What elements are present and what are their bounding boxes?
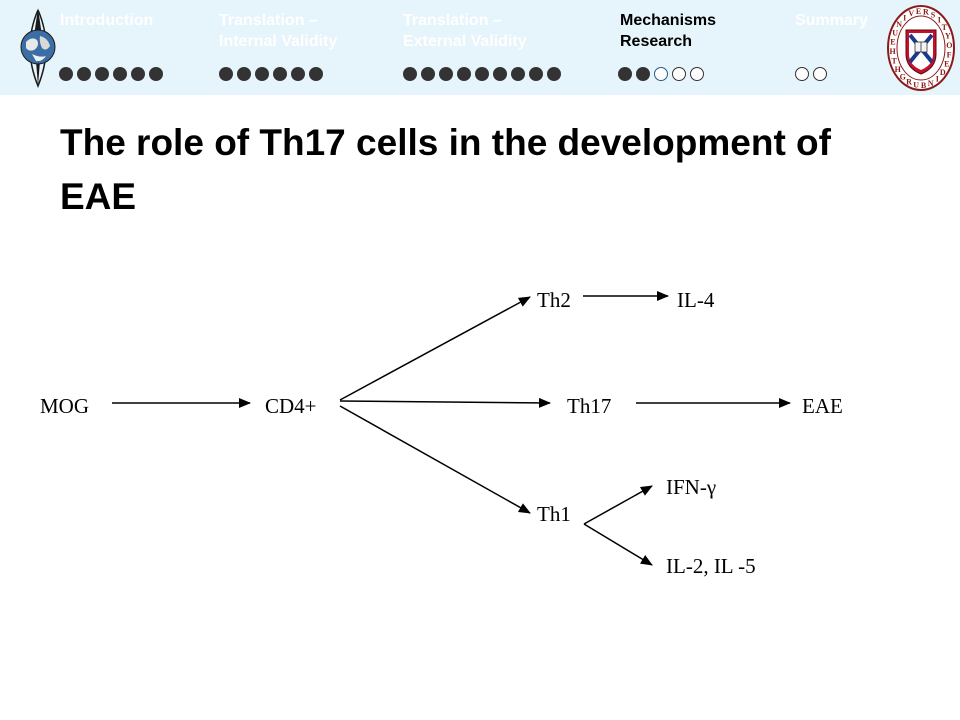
progress-dot-filled[interactable] (291, 67, 305, 81)
progress-dot-filled[interactable] (255, 67, 269, 81)
progress-dot-filled[interactable] (237, 67, 251, 81)
node-cd4: CD4+ (265, 394, 317, 418)
nav-section-label: Translation – Internal Validity (219, 12, 338, 50)
th17-pathway-diagram: MOG CD4+ Th2 IL-4 Th17 EAE Th1 IFN-γ IL-… (40, 288, 843, 578)
node-eae: EAE (802, 394, 843, 418)
arrow-th1-to-il2-il5 (583, 523, 653, 566)
progress-dot-filled[interactable] (149, 67, 163, 81)
node-il4: IL-4 (677, 288, 715, 312)
nav-section-label: Summary (795, 12, 868, 29)
arrow-cd4-to-th1 (339, 405, 531, 514)
progress-dot-filled[interactable] (309, 67, 323, 81)
progress-dot-filled[interactable] (475, 67, 489, 81)
progress-dot-filled[interactable] (95, 67, 109, 81)
nav-section-summary[interactable]: Summary (795, 10, 868, 31)
progress-dot-filled[interactable] (403, 67, 417, 81)
nav-section-internal-validity[interactable]: Translation – Internal Validity (219, 10, 337, 52)
progress-dot-empty[interactable] (672, 67, 686, 81)
progress-dot-filled[interactable] (219, 67, 233, 81)
nav-section-label: Introduction (60, 12, 154, 29)
progress-dot-empty[interactable] (690, 67, 704, 81)
node-il2-il5: IL-2, IL -5 (666, 554, 756, 578)
globe-compass-icon (20, 8, 56, 88)
progress-dot-filled[interactable] (113, 67, 127, 81)
node-th17: Th17 (567, 394, 611, 418)
progress-dot-empty[interactable] (813, 67, 827, 81)
navigation-bar: Introduction Translation – Internal Vali… (0, 0, 960, 95)
progress-dot-current[interactable] (654, 67, 668, 81)
progress-dot-filled[interactable] (59, 67, 73, 81)
progress-dot-filled[interactable] (493, 67, 507, 81)
nav-progress-dots-summary (795, 67, 827, 81)
progress-dot-filled[interactable] (131, 67, 145, 81)
nav-progress-dots-mechanisms-research (618, 67, 704, 81)
progress-dot-empty[interactable] (795, 67, 809, 81)
nav-section-mechanisms-research[interactable]: Mechanisms Research (620, 10, 716, 52)
progress-dot-filled[interactable] (439, 67, 453, 81)
progress-dot-filled[interactable] (421, 67, 435, 81)
node-th2: Th2 (537, 288, 571, 312)
nav-progress-dots-introduction (59, 67, 163, 81)
slide-title: The role of Th17 cells in the developmen… (60, 122, 831, 217)
progress-dot-filled[interactable] (457, 67, 471, 81)
arrow-cd4-to-th2 (339, 296, 531, 401)
nav-section-label: Translation – External Validity (403, 12, 527, 50)
progress-dot-filled[interactable] (77, 67, 91, 81)
arrow-cd4-to-th17 (339, 397, 551, 408)
node-mog: MOG (40, 394, 89, 418)
node-ifng: IFN-γ (666, 475, 716, 499)
progress-dot-filled[interactable] (547, 67, 561, 81)
nav-section-external-validity[interactable]: Translation – External Validity (403, 10, 527, 52)
node-th1: Th1 (537, 502, 571, 526)
nav-section-label: Mechanisms Research (620, 12, 717, 50)
progress-dot-filled[interactable] (529, 67, 543, 81)
progress-dot-filled[interactable] (273, 67, 287, 81)
nav-section-introduction[interactable]: Introduction (60, 10, 153, 31)
progress-dot-filled[interactable] (511, 67, 525, 81)
progress-dot-filled[interactable] (618, 67, 632, 81)
nav-progress-dots-external-validity (403, 67, 561, 81)
progress-dot-filled[interactable] (636, 67, 650, 81)
arrow-th1-to-ifng (583, 485, 653, 525)
nav-progress-dots-internal-validity (219, 67, 323, 81)
